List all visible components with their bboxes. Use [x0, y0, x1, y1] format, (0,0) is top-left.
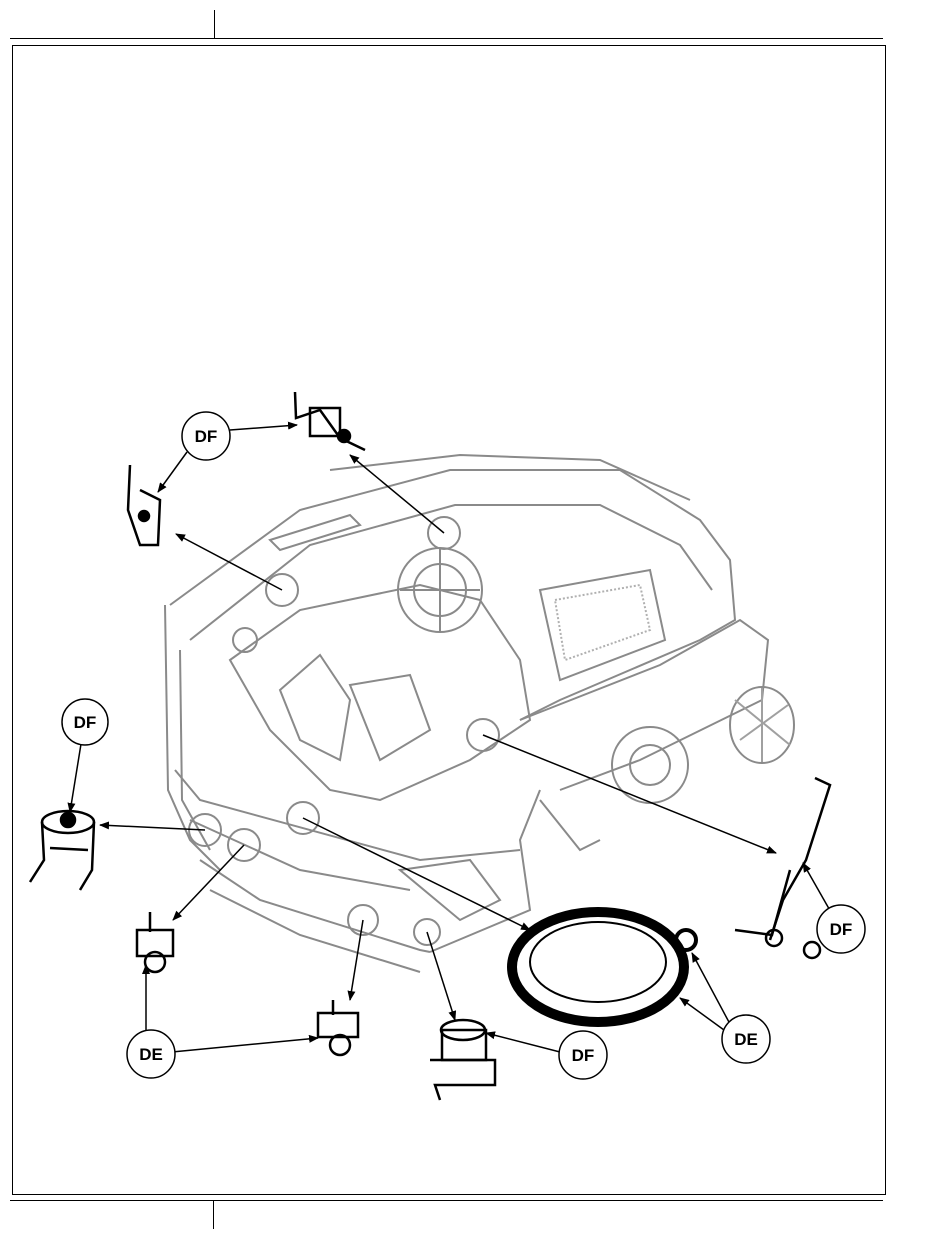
callout-df-top: DF: [182, 412, 230, 460]
part-pedal-linkage: [295, 392, 365, 450]
svg-text:DF: DF: [195, 427, 218, 446]
svg-text:DE: DE: [734, 1030, 758, 1049]
part-bracket: [128, 465, 160, 545]
part-middle-caster: [318, 1000, 358, 1055]
part-side-broom-arm: [735, 778, 830, 958]
sweeper-machine-illustration: [165, 455, 794, 972]
callout-df-left: DF: [62, 699, 108, 745]
callout-df-bottom: DF: [559, 1031, 607, 1079]
part-bottom-bearing: [430, 1020, 495, 1100]
part-main-broom-ring: [512, 912, 696, 1022]
svg-text:DF: DF: [830, 920, 853, 939]
svg-text:DE: DE: [139, 1045, 163, 1064]
svg-text:DF: DF: [74, 713, 97, 732]
callout-de-right: DE: [722, 1015, 770, 1063]
svg-text:DF: DF: [572, 1046, 595, 1065]
part-front-caster: [137, 912, 173, 972]
callout-df-right: DF: [817, 905, 865, 953]
part-left-caster: [30, 811, 94, 890]
callout-de-left: DE: [127, 1030, 175, 1078]
